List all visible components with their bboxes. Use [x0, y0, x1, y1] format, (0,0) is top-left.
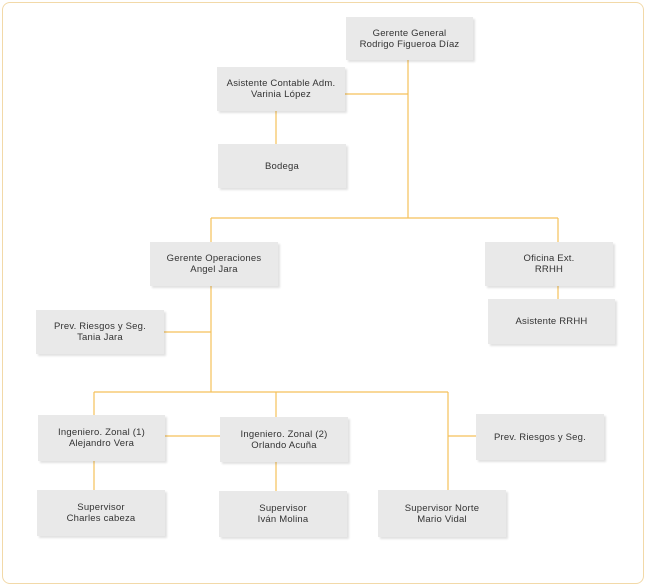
node-title: Gerente Operaciones	[166, 253, 262, 264]
node-title: Ingeniero. Zonal (2)	[240, 428, 328, 440]
node-title: Asistente Contable Adm.	[226, 78, 336, 89]
node-name: Angel Jara	[190, 264, 238, 275]
node-title: Supervisor	[259, 503, 307, 514]
node-name: Iván Molina	[257, 514, 309, 525]
node-bodega: Bodega	[218, 144, 346, 188]
node-ingeniero-zonal-2: Ingeniero. Zonal (2) Orlando Acuña	[220, 417, 348, 462]
node-title: Supervisor Norte	[404, 502, 480, 514]
node-gerente-general: Gerente General Rodrigo Figueroa Díaz	[346, 17, 473, 60]
node-title: Gerente General	[372, 27, 447, 39]
node-title: Prev. Riesgos y Seg.	[53, 321, 146, 332]
node-prev-riesgos-tania: Prev. Riesgos y Seg. Tania Jara	[36, 310, 164, 354]
node-title: Supervisor	[77, 502, 125, 513]
node-ingeniero-zonal-1: Ingeniero. Zonal (1) Alejandro Vera	[38, 415, 165, 461]
node-name: RRHH	[534, 264, 564, 275]
node-name: Tania Jara	[77, 332, 123, 343]
node-name: Orlando Acuña	[251, 439, 317, 451]
node-name: Varinia López	[251, 89, 311, 100]
node-title: Bodega	[265, 160, 299, 172]
node-supervisor-ivan: Supervisor Iván Molina	[219, 491, 347, 537]
node-title: Asistente RRHH	[515, 316, 588, 327]
node-gerente-operaciones: Gerente Operaciones Angel Jara	[150, 242, 278, 286]
node-supervisor-norte: Supervisor Norte Mario Vidal	[378, 490, 506, 537]
node-supervisor-charles: Supervisor Charles cabeza	[37, 490, 165, 536]
node-title: Oficina Ext.	[523, 253, 575, 264]
node-name: Mario Vidal	[417, 513, 467, 525]
node-oficina-ext: Oficina Ext. RRHH	[485, 242, 613, 286]
node-name: Rodrigo Figueroa Díaz	[359, 38, 460, 50]
node-title: Prev. Riesgos y Seg.	[493, 431, 586, 443]
node-prev-riesgos-2: Prev. Riesgos y Seg.	[476, 414, 604, 460]
node-name: Charles cabeza	[66, 513, 136, 524]
node-asistente-rrhh: Asistente RRHH	[488, 299, 615, 344]
node-name: Alejandro Vera	[68, 438, 135, 449]
node-title: Ingeniero. Zonal (1)	[58, 427, 145, 438]
node-asistente-contable: Asistente Contable Adm. Varinia López	[217, 67, 345, 111]
